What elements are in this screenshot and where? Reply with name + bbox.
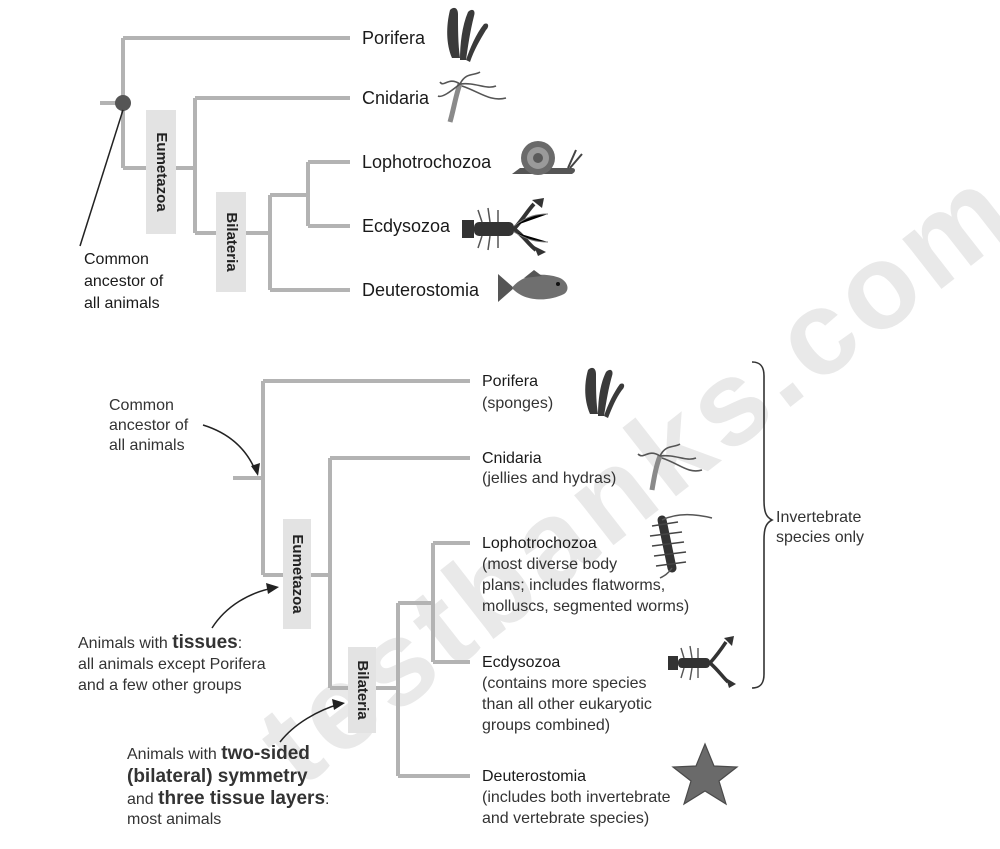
bottom-ancestor-arrow (202, 424, 257, 473)
fish-icon (498, 270, 568, 302)
top-taxon-porifera: Porifera (362, 28, 426, 48)
top-taxon-ecdysozoa: Ecdysozoa (362, 216, 451, 236)
tissues-note-line-3: and a few other groups (78, 677, 242, 694)
bilateral-note-line-1: Animals with two-sided (127, 743, 310, 764)
top-taxon-deuterostomia: Deuterostomia (362, 280, 480, 300)
bilateral-note-line-4: most animals (127, 811, 221, 828)
tissues-note-line-2: all animals except Porifera (78, 656, 266, 673)
taxon-desc: (most diverse body (482, 556, 617, 573)
top-bilateria-box (216, 192, 246, 292)
top-ancestor-pointer (79, 109, 124, 247)
taxon-desc: (jellies and hydras) (482, 470, 616, 487)
taxon-name: Cnidaria (482, 450, 542, 467)
taxon-desc: molluscs, segmented worms) (482, 598, 689, 615)
top-clade-eumetazoa: Eumetazoa (153, 132, 170, 212)
sponge-icon (447, 7, 489, 63)
taxon-desc: and vertebrate species) (482, 810, 649, 827)
top-taxon-lophotrochozoa: Lophotrochozoa (362, 152, 492, 172)
taxon-desc: (contains more species (482, 675, 647, 692)
snail-icon (512, 141, 583, 175)
bottom-ancestor-label-2: ancestor of (109, 417, 189, 434)
taxon-desc: (sponges) (482, 395, 553, 412)
arrowhead-icon (251, 463, 260, 476)
taxon-name: Porifera (482, 373, 538, 390)
bottom-clade-eumetazoa: Eumetazoa (289, 534, 306, 614)
tissues-note-line-1: Animals with tissues: (78, 632, 242, 653)
bilateral-note-line-3: and three tissue layers: (127, 788, 329, 809)
top-ancestor-label-3: all animals (84, 295, 160, 312)
bilateral-note-line-2: (bilateral) symmetry (127, 766, 308, 787)
lobster-icon (668, 636, 736, 688)
top-eumetazoa-box (146, 110, 176, 234)
taxon-desc: (includes both invertebrate (482, 789, 671, 806)
taxon-name: Ecdysozoa (482, 654, 560, 671)
taxon-desc: than all other eukaryotic (482, 696, 652, 713)
arrowhead-icon (266, 583, 279, 594)
tissues-arrow (211, 587, 275, 629)
taxon-desc: groups combined) (482, 717, 610, 734)
sponge-icon (585, 367, 625, 418)
starfish-icon (671, 742, 739, 806)
top-taxon-cnidaria: Cnidaria (362, 88, 430, 108)
lobster-icon (462, 198, 549, 256)
hydra-icon (637, 443, 703, 491)
arrowhead-icon (332, 699, 345, 710)
bottom-taxon-cnidaria: Cnidaria (jellies and hydras) (482, 450, 616, 487)
bracket-label-2: species only (776, 529, 864, 546)
top-ancestor-label-2: ancestor of (84, 273, 164, 290)
bottom-clade-bilateria: Bilateria (354, 660, 371, 720)
bottom-taxon-ecdysozoa: Ecdysozoa (contains more species than al… (482, 654, 652, 734)
top-ancestor-label-1: Common (84, 251, 149, 268)
bottom-bilateria-box (348, 647, 376, 733)
bottom-taxon-lophotrochozoa: Lophotrochozoa (most diverse body plans;… (482, 535, 689, 615)
bottom-ancestor-label-3: all animals (109, 437, 185, 454)
bristleworm-icon (649, 513, 713, 579)
top-clade-bilateria: Bilateria (223, 212, 240, 272)
invertebrate-bracket (751, 361, 774, 689)
taxon-name: Deuterostomia (482, 768, 586, 785)
top-ancestor-node (115, 95, 131, 111)
taxon-name: Lophotrochozoa (482, 535, 597, 552)
bottom-taxon-porifera: Porifera (sponges) (482, 373, 553, 412)
bracket-label-1: Invertebrate (776, 509, 861, 526)
hydra-icon (437, 71, 507, 123)
taxon-desc: plans; includes flatworms, (482, 577, 665, 594)
bottom-eumetazoa-box (283, 519, 311, 629)
bottom-ancestor-label-1: Common (109, 397, 174, 414)
bottom-taxon-deuterostomia: Deuterostomia (includes both invertebrat… (482, 768, 671, 827)
